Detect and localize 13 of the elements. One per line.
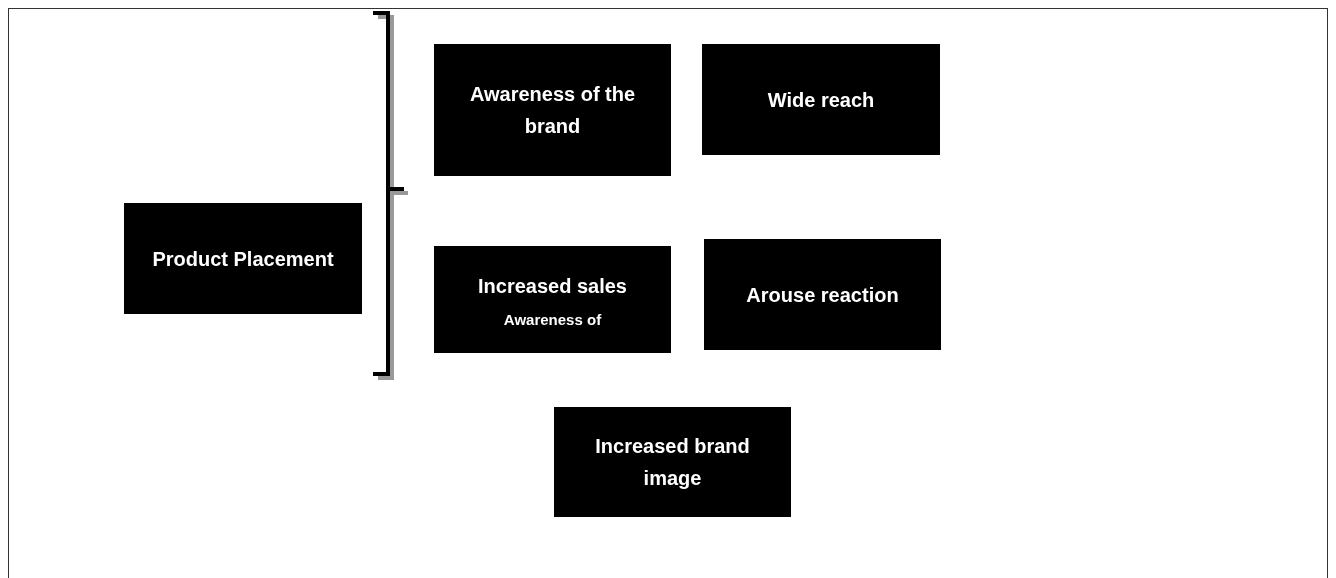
box-text: Increased sales — [478, 273, 627, 299]
box-text: Wide reach — [767, 87, 875, 113]
text-box — [704, 239, 941, 350]
text-box — [554, 407, 791, 517]
box-text: Arouse reaction — [746, 282, 899, 308]
text-box — [124, 203, 362, 314]
box-subtext: Awareness of — [503, 309, 602, 330]
box-text: Product Placement — [152, 246, 334, 272]
box-text: Awareness of the brand — [468, 82, 637, 139]
text-box — [434, 44, 671, 176]
box-text: Increased brand image — [594, 434, 751, 491]
text-box — [434, 246, 671, 353]
text-box — [702, 44, 940, 155]
